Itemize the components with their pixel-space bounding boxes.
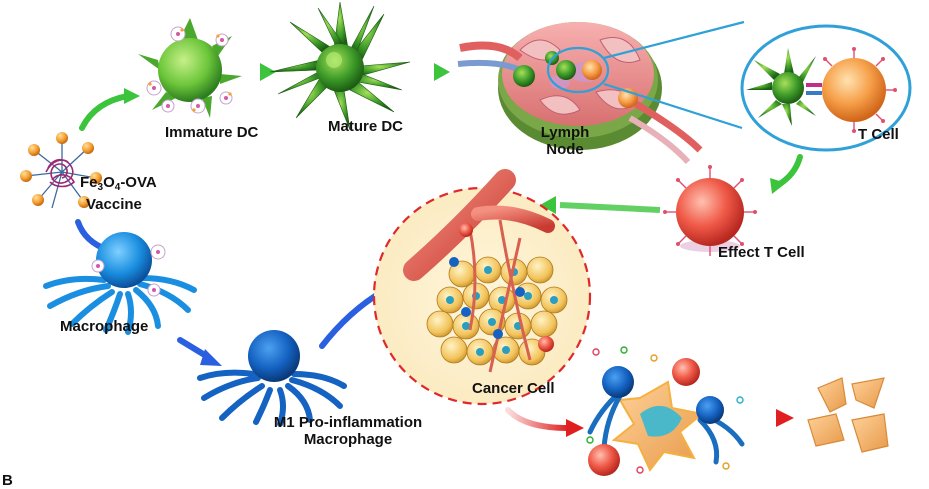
lymph-node-icon bbox=[457, 22, 703, 165]
vaccine-label: Fe3O4-OVA Vaccine bbox=[80, 174, 157, 213]
dead-cancer-cell-icon bbox=[807, 377, 889, 453]
vaccine-formula-mid: O bbox=[103, 174, 115, 191]
m1-label-line2: Macrophage bbox=[303, 431, 393, 448]
mature-dc-icon bbox=[269, 1, 411, 131]
arrow-vaccine-to-immature-dc bbox=[79, 93, 131, 131]
vaccine-formula-sub1: 3 bbox=[97, 182, 104, 193]
mature-dc-label: Mature DC bbox=[328, 118, 404, 135]
vaccine-formula-suffix: -OVA bbox=[120, 174, 157, 191]
effector-t-cell-icon bbox=[663, 165, 757, 256]
vaccine-label-line2: Vaccine bbox=[86, 196, 142, 213]
cancer-cell-label: Cancer Cell bbox=[472, 380, 555, 397]
panel-letter: B bbox=[2, 472, 13, 489]
arrow-effector-to-tumor bbox=[559, 202, 661, 213]
arrow-t-cell-to-effector bbox=[775, 154, 803, 188]
vaccine-formula-prefix: Fe bbox=[80, 174, 98, 191]
tumor-killing-icon bbox=[586, 346, 745, 476]
vaccine-nanoparticle-icon bbox=[20, 132, 102, 209]
m1-macrophage-label: M1 Pro-inflammation Macrophage bbox=[248, 414, 448, 448]
m1-macrophage-icon bbox=[197, 330, 347, 427]
arrow-macrophage-to-m1 bbox=[177, 337, 211, 360]
tumor-microenvironment-icon bbox=[372, 169, 592, 406]
arrow-tumor-to-killing bbox=[505, 407, 571, 431]
lymph-node-label-line2: Node bbox=[546, 141, 584, 158]
macrophage-icon bbox=[43, 232, 197, 335]
t-cell-label: T Cell bbox=[858, 126, 899, 143]
immature-dc-icon bbox=[138, 18, 242, 118]
lymph-node-label-line1: Lymph bbox=[540, 124, 590, 141]
t-cell-icon bbox=[740, 24, 912, 152]
immature-dc-label: Immature DC bbox=[165, 124, 259, 141]
lymph-node-label: Lymph Node bbox=[530, 124, 600, 158]
effect-t-cell-label: Effect T Cell bbox=[718, 244, 805, 261]
vaccine-formula-sub2: 4 bbox=[114, 182, 121, 193]
zoom-connectors bbox=[603, 20, 745, 130]
m1-label-line1: M1 Pro-inflammation bbox=[273, 414, 423, 431]
macrophage-label: Macrophage bbox=[60, 318, 149, 335]
